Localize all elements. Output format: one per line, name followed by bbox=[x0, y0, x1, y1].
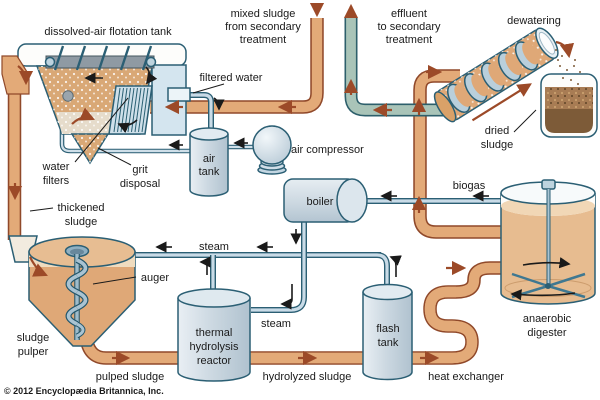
label-air-tank: air bbox=[203, 153, 216, 165]
leader-water-filters bbox=[74, 97, 129, 163]
label-grit-disposal: disposal bbox=[120, 178, 160, 190]
flash-tank-top bbox=[362, 283, 413, 301]
flow-arrow bbox=[29, 256, 48, 277]
pipe-effluent bbox=[344, 18, 453, 117]
boiler-end-cap bbox=[336, 178, 368, 223]
label-filtered-water: filtered water bbox=[200, 72, 263, 84]
leader-thickened-sludge bbox=[29, 207, 54, 212]
label-thermal-reactor: hydrolysis bbox=[190, 341, 239, 353]
anaerobic-digester bbox=[500, 179, 596, 305]
label-effluent: treatment bbox=[386, 34, 432, 46]
falling-sludge-particles bbox=[555, 49, 581, 85]
flow-arrow bbox=[17, 65, 34, 86]
flotation-tank bbox=[1, 43, 191, 165]
flow-arrow bbox=[199, 256, 211, 275]
labels: dissolved-air flotation tank mixed sludg… bbox=[4, 8, 572, 396]
compressor-dome bbox=[252, 125, 292, 165]
mixer-rotation-arrow bbox=[522, 257, 571, 269]
label-water-filters: filters bbox=[43, 175, 70, 187]
air-tank-body bbox=[189, 134, 229, 197]
label-dewatering: dewatering bbox=[507, 15, 561, 27]
leader-dried-sludge bbox=[513, 109, 537, 133]
label-thickened-sludge: sludge bbox=[65, 216, 97, 228]
label-biogas: biogas bbox=[453, 180, 486, 192]
air-tank bbox=[189, 127, 229, 197]
leader-lines bbox=[29, 83, 537, 285]
copyright-notice: © 2012 Encyclopædia Britannica, Inc. bbox=[4, 386, 164, 396]
pipe-mixed-sludge bbox=[150, 18, 324, 114]
screw-flights bbox=[447, 41, 540, 113]
label-auger: auger bbox=[141, 272, 169, 284]
label-water-filters: water bbox=[42, 161, 70, 173]
label-grit-disposal: grit bbox=[132, 164, 147, 176]
flow-arrow bbox=[213, 97, 225, 111]
sludge-pulper bbox=[8, 235, 136, 347]
flow-arrow bbox=[117, 119, 138, 133]
flow-arrow bbox=[280, 284, 293, 310]
pulper-opening-inner bbox=[70, 248, 84, 256]
label-anaerobic-digester: digester bbox=[527, 327, 566, 339]
label-mixed-sludge: from secondary bbox=[225, 21, 301, 33]
label-air-compressor: air compressor bbox=[291, 144, 364, 156]
label-flash-tank: flash bbox=[376, 323, 399, 335]
flash-tank bbox=[362, 283, 413, 381]
label-heat-exchanger: heat exchanger bbox=[428, 371, 504, 383]
flow-arrow bbox=[389, 255, 402, 277]
flow-arrow bbox=[145, 66, 158, 85]
thermal-hydrolysis-reactor bbox=[177, 288, 251, 382]
sludge-flow-arrows bbox=[7, 2, 575, 366]
boiler bbox=[283, 178, 368, 223]
label-pulped-sludge: pulped sludge bbox=[96, 371, 165, 383]
dewatering-screw-conveyor bbox=[433, 27, 559, 123]
pipe-boiler-steam bbox=[251, 222, 307, 313]
skimmer-conveyor bbox=[44, 45, 157, 71]
label-mixed-sludge: mixed sludge bbox=[231, 8, 296, 20]
water-steam-flow-arrows bbox=[84, 66, 576, 310]
label-boiler: boiler bbox=[307, 196, 334, 208]
flash-tank-body bbox=[362, 292, 413, 381]
label-thermal-reactor: reactor bbox=[197, 355, 232, 367]
filtered-water-outlet bbox=[167, 87, 191, 102]
air-compressor bbox=[252, 125, 292, 175]
pipe-filtered-water bbox=[186, 92, 214, 132]
mixer-rotation-arrow bbox=[510, 289, 576, 301]
label-sludge-pulper: pulper bbox=[18, 346, 49, 358]
grit-funnel-speckle bbox=[72, 134, 108, 163]
leader-filtered-water bbox=[192, 83, 225, 94]
label-mixed-sludge: treatment bbox=[240, 34, 286, 46]
label-flotation-tank: dissolved-air flotation tank bbox=[44, 26, 172, 38]
dried-sludge-container bbox=[540, 73, 598, 138]
label-hydrolyzed-sludge: hydrolyzed sludge bbox=[263, 371, 352, 383]
label-effluent: effluent bbox=[391, 8, 427, 20]
leader-grit-disposal bbox=[97, 147, 132, 166]
pipe-flash-steam bbox=[376, 252, 390, 292]
label-air-tank: tank bbox=[199, 166, 220, 178]
auger-screw bbox=[65, 254, 89, 340]
pipe-hydrolyzed-sludge-and-heat-exchanger bbox=[230, 261, 503, 365]
leader-auger bbox=[92, 276, 137, 285]
label-anaerobic-digester: anaerobic bbox=[523, 313, 572, 325]
water-filters-element bbox=[108, 85, 153, 135]
label-flash-tank: tank bbox=[378, 337, 399, 349]
reactor-body bbox=[177, 298, 251, 382]
label-sludge-pulper: sludge bbox=[17, 332, 49, 344]
label-dried-sludge: dried bbox=[485, 125, 509, 137]
label-effluent: to secondary bbox=[378, 21, 441, 33]
dried-sludge-speckle bbox=[545, 87, 593, 109]
pipe-pulped-sludge bbox=[79, 335, 185, 365]
label-dried-sludge: sludge bbox=[481, 139, 513, 151]
flow-arrow bbox=[471, 83, 532, 122]
label-steam-main: steam bbox=[199, 241, 229, 253]
reactor-top bbox=[177, 288, 251, 308]
label-thermal-reactor: thermal bbox=[196, 327, 233, 339]
float-ball bbox=[62, 90, 74, 102]
label-thickened-sludge: thickened bbox=[57, 202, 104, 214]
label-steam-reactor: steam bbox=[261, 318, 291, 330]
flow-arrow bbox=[555, 40, 575, 59]
flow-arrow bbox=[71, 107, 95, 125]
air-tank-top bbox=[189, 127, 229, 141]
